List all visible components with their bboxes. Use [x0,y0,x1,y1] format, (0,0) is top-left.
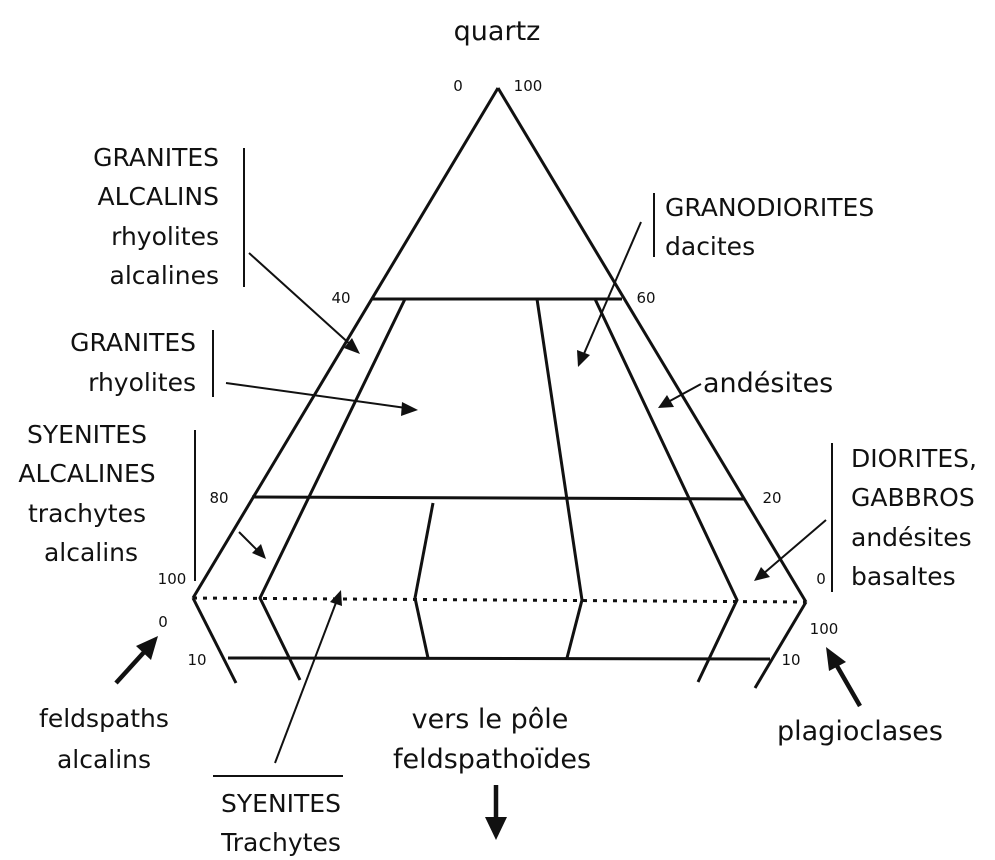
division-10 [258,298,407,681]
foid-pole-label-line1: vers le pôle [412,704,569,735]
arrow-granites-alcalins [248,252,360,354]
arrow-syenites-alcalines [238,531,266,559]
svg-text:GABBROS: GABBROS [851,483,975,512]
svg-text:alcalines: alcalines [110,261,219,290]
svg-text:SYENITES: SYENITES [27,420,147,449]
field-label-granites: GRANITES rhyolites [70,328,196,397]
left-lower-edge [191,597,238,684]
base-dotted-line [192,596,807,604]
svg-text:ALCALINES: ALCALINES [18,459,155,488]
tick-foid-left-0: 0 [158,613,168,631]
field-label-syenites-alcalines: SYENITES ALCALINES trachytes alcalins [18,420,155,567]
svg-text:andésites: andésites [851,523,972,552]
feldspaths-label-line1: feldspaths [39,704,169,733]
division-35-upper [413,502,435,599]
field-label-granodiorites: GRANODIORITES dacites [665,193,874,261]
svg-text:GRANITES: GRANITES [93,143,219,172]
foid10-line [227,656,771,661]
tick-base-right-0: 0 [816,570,826,588]
svg-text:trachytes: trachytes [28,499,146,528]
arrow-syenites [274,590,342,764]
tick-q80: 80 [209,489,228,507]
tick-apex-left: 0 [453,77,463,95]
right-lower-edge [753,601,808,689]
arrow-andesites [658,383,702,408]
svg-text:rhyolites: rhyolites [111,222,219,251]
plagioclases-label: plagioclases [777,716,943,747]
svg-text:DIORITES,: DIORITES, [851,444,977,473]
feldspaths-label-line2: alcalins [57,745,151,774]
arrow-plagioclases [826,647,862,708]
tick-q60: 60 [636,289,655,307]
division-65 [535,298,584,659]
tick-apex-right: 100 [514,77,543,95]
svg-text:SYENITES: SYENITES [221,789,341,818]
arrow-diorites [754,519,827,581]
tick-foid-right-10: 10 [781,651,800,669]
field-label-granites-alcalins: GRANITES ALCALINS rhyolites alcalines [93,143,219,290]
q20-line [251,495,746,501]
arrow-granites [225,382,418,416]
svg-text:GRANODIORITES: GRANODIORITES [665,193,874,222]
apex-label: quartz [454,16,541,47]
left-edge [191,87,500,599]
svg-text:GRANITES: GRANITES [70,328,196,357]
svg-text:alcalins: alcalins [44,538,138,567]
foid-pole-label-line2: feldspathoïdes [393,744,591,775]
svg-text:basaltes: basaltes [851,562,956,591]
svg-text:dacites: dacites [665,232,755,261]
tick-foid-left-10: 10 [187,651,206,669]
tick-q20: 20 [762,489,781,507]
division-35-lower [413,597,430,659]
tick-base-left-100: 100 [158,570,187,588]
field-label-andesites: andésites [703,368,833,399]
tick-foid-right-100: 100 [810,620,839,638]
svg-text:ALCALINS: ALCALINS [98,182,219,211]
arrow-granodiorites [577,221,642,367]
field-label-syenites: SYENITES Trachytes [220,789,341,857]
arrow-foid-pole [485,785,507,840]
svg-text:rhyolites: rhyolites [88,368,196,397]
tick-q40: 40 [331,289,350,307]
svg-text:Trachytes: Trachytes [220,828,341,857]
arrow-feldspaths [114,636,158,685]
right-edge [496,87,808,603]
division-90 [593,298,739,683]
field-label-diorites-gabbros: DIORITES, GABBROS andésites basaltes [851,444,977,591]
